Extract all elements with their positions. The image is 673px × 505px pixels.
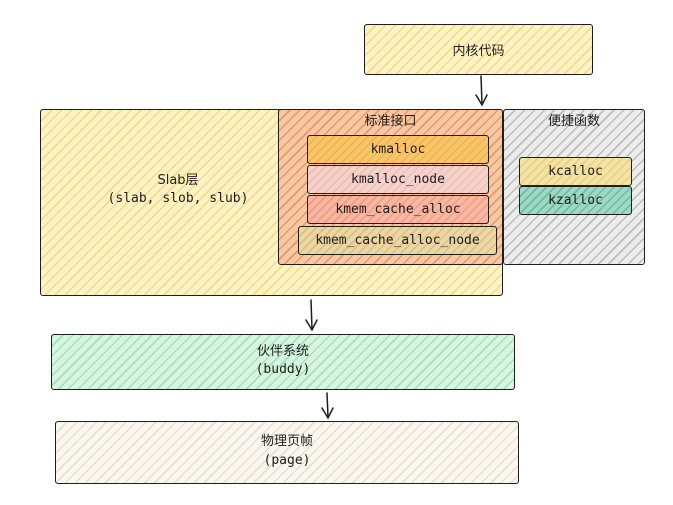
physical-page-title: 物理页帧: [260, 434, 313, 449]
func-kzalloc: kzalloc: [519, 186, 632, 215]
arrow-kernel-to-interface: [480, 75, 483, 105]
buddy-system-title: 伙伴系统: [256, 344, 309, 359]
physical-page-box: [55, 421, 519, 484]
kernel-code-box: 内核代码: [364, 24, 593, 75]
buddy-system-subtitle: (buddy): [255, 362, 311, 377]
slab-layer-title: Slab层: [157, 173, 199, 188]
func-kmalloc-node: kmalloc_node: [307, 165, 489, 194]
physical-page-subtitle: (page): [263, 453, 311, 468]
buddy-system-box: [51, 334, 515, 390]
func-kmem-cache-alloc-node: kmem_cache_alloc_node: [298, 226, 497, 255]
standard-interface-title: 标准接口: [364, 114, 417, 129]
kernel-code-label: 内核代码: [452, 44, 505, 59]
slab-layer-subtitle: (slab, slob, slub): [107, 191, 249, 206]
func-kmem-cache-alloc: kmem_cache_alloc: [307, 195, 489, 224]
convenience-functions-title: 便捷函数: [547, 114, 600, 129]
arrow-buddy-to-page: [326, 392, 329, 418]
arrow-slab-to-buddy: [310, 299, 313, 330]
func-kcalloc: kcalloc: [519, 157, 632, 186]
func-kmalloc: kmalloc: [307, 135, 489, 164]
